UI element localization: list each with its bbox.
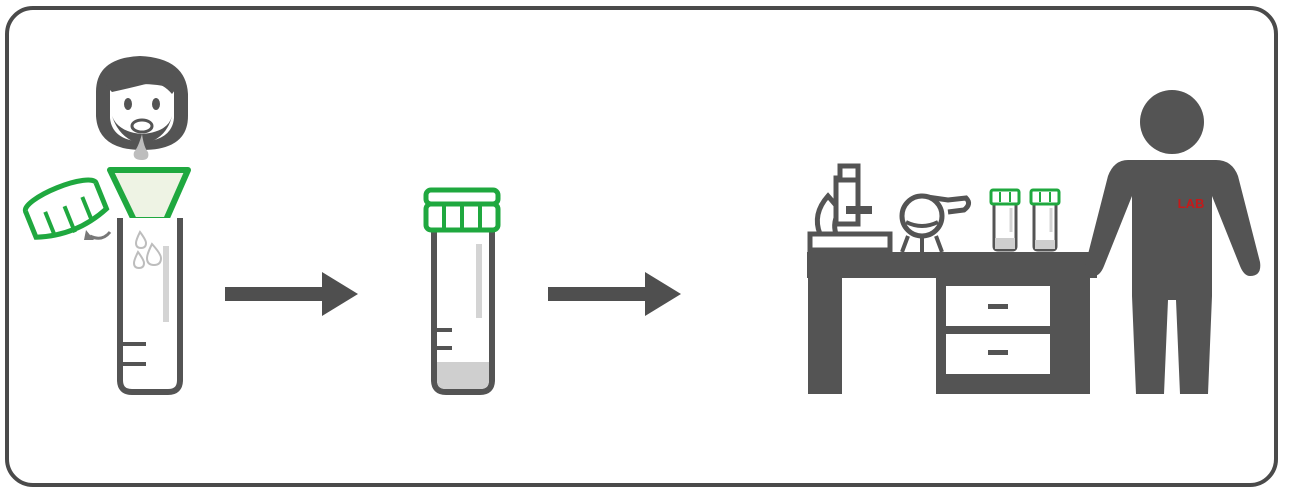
curved-arrow-head-icon [84,230,94,240]
lab-desk-icon [807,252,1097,394]
microscope-icon [810,166,890,250]
arrow-step-1-to-2-icon [225,272,358,316]
lab-technician-icon [1085,90,1260,394]
curved-arrow-icon [90,232,110,238]
open-cap-icon [22,174,110,247]
lab-label: LAB [1178,196,1205,211]
collection-tube-icon [120,218,180,392]
arrow-step-2-to-3-icon [548,272,681,316]
flask-icon [902,196,969,252]
capped-sample-tube-icon [426,190,498,392]
bench-tube-2-icon [1031,190,1059,250]
bench-tube-1-icon [991,190,1019,250]
funnel-icon [110,170,188,220]
